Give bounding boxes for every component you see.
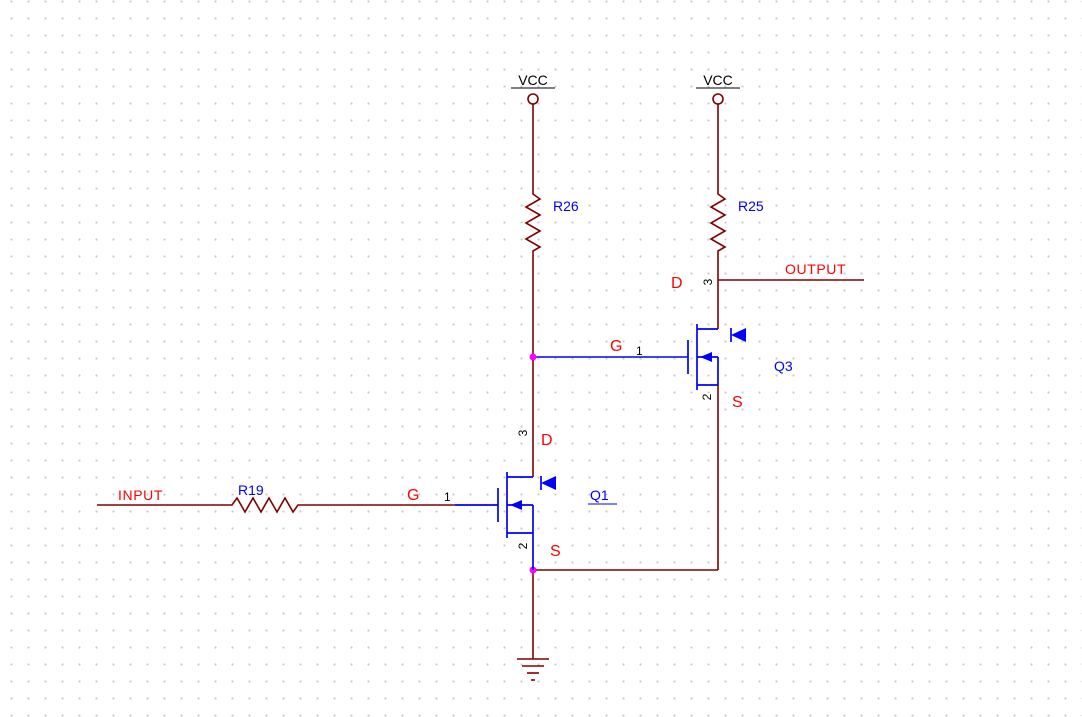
q3-pin-name-gate: G bbox=[610, 338, 622, 355]
vcc2-port-circle-icon[interactable] bbox=[712, 93, 724, 105]
r26-designator[interactable]: R26 bbox=[553, 198, 579, 214]
resistor-r26[interactable]: R26 bbox=[524, 190, 579, 255]
q1-body-diode-icon bbox=[541, 476, 556, 490]
q3-pin-name-source: S bbox=[732, 394, 743, 411]
q1-pin-name-drain: D bbox=[541, 432, 553, 449]
q1-pin-name-source: S bbox=[550, 543, 561, 560]
q1-pin-number-source: 2 bbox=[516, 542, 530, 549]
r25-designator[interactable]: R25 bbox=[738, 198, 764, 214]
r25-zigzag-icon[interactable] bbox=[709, 190, 727, 255]
q1-bulk-arrow-icon bbox=[510, 500, 522, 510]
vcc1-port-circle-icon[interactable] bbox=[527, 93, 539, 105]
q1-pin-number-drain: 3 bbox=[516, 429, 530, 436]
q3-pin-name-drain: D bbox=[671, 275, 683, 292]
resistor-r25[interactable]: R25 bbox=[709, 190, 764, 255]
power-port-vcc2[interactable]: VCC bbox=[696, 72, 740, 105]
net-label-input[interactable]: INPUT bbox=[118, 487, 163, 503]
q3-pin-number-source: 2 bbox=[700, 393, 714, 400]
resistor-r19[interactable]: R19 bbox=[228, 482, 306, 514]
vcc1-label[interactable]: VCC bbox=[518, 72, 548, 88]
q3-pin-number-drain: 3 bbox=[701, 278, 715, 285]
q3-body-diode-icon bbox=[731, 328, 746, 342]
transistor-q3[interactable]: D G S 1 3 2 Q3 bbox=[610, 275, 793, 411]
junction-dot-gate-node[interactable] bbox=[529, 353, 537, 361]
q1-pin-name-gate: G bbox=[407, 487, 419, 504]
net-label-output[interactable]: OUTPUT bbox=[785, 261, 846, 277]
r26-zigzag-icon[interactable] bbox=[524, 190, 542, 255]
r19-zigzag-icon[interactable] bbox=[228, 496, 306, 514]
q1-designator[interactable]: Q1 bbox=[590, 487, 609, 503]
q3-designator[interactable]: Q3 bbox=[774, 358, 793, 374]
vcc2-label[interactable]: VCC bbox=[703, 72, 733, 88]
transistor-q1[interactable]: D G S 1 3 2 Q1 bbox=[407, 429, 617, 570]
q1-pin-number-gate: 1 bbox=[444, 490, 451, 504]
q3-bulk-arrow-icon bbox=[700, 352, 712, 362]
power-port-vcc1[interactable]: VCC bbox=[511, 72, 555, 105]
q3-pin-number-gate: 1 bbox=[636, 344, 643, 358]
r19-designator[interactable]: R19 bbox=[238, 482, 264, 498]
ground-symbol[interactable] bbox=[517, 658, 549, 681]
